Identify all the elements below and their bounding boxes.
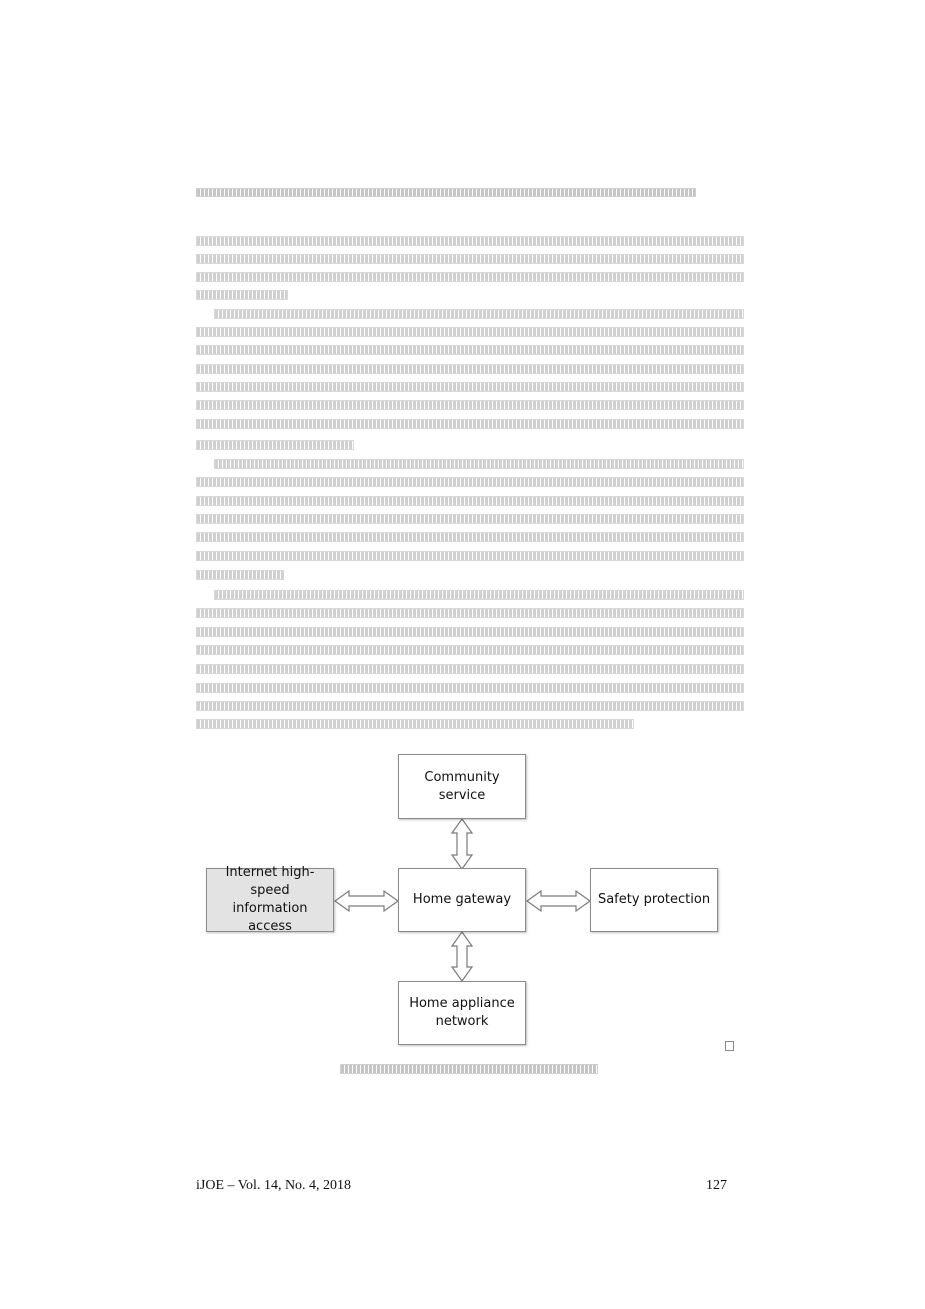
text-line [196,570,284,580]
arrow-gateway-safety [525,889,592,913]
text-line [196,551,744,561]
text-line [196,532,744,542]
text-line [196,419,744,429]
node-safety-protection: Safety protection [590,868,718,932]
text-line [196,364,744,374]
text-line [196,345,744,355]
text-line [196,400,744,410]
text-line [196,664,744,674]
arrow-gateway-appliance [450,930,474,983]
node-home-appliance-network: Home appliance network [398,981,526,1045]
figure-marker [725,1041,734,1051]
text-line [196,272,744,282]
text-line [196,496,744,506]
text-line [196,327,744,337]
text-line [196,701,744,711]
node-label: Internet high-speed information access [225,865,315,934]
node-internet-access: Internet high-speed information access [206,865,334,934]
footer-journal: iJOE – Vol. 14, No. 4, 2018 [196,1178,352,1193]
node-home-gateway: Home gateway [398,868,526,932]
figure-caption [340,1064,598,1074]
footer-page-number: 127 [706,1178,727,1193]
text-line [196,627,744,637]
text-line [214,590,744,600]
node-label: Home appliance network [409,996,515,1029]
arrow-community-gateway [450,817,474,871]
text-line [196,440,354,450]
text-line [196,683,744,693]
text-line [196,477,744,487]
text-line [196,514,744,524]
text-line [196,608,744,618]
text-line [214,459,744,469]
running-header [196,188,696,197]
node-label: Home gateway [412,892,512,907]
text-line [196,645,744,655]
node-label: Community service [424,769,500,803]
text-line [196,236,744,246]
node-label: Safety protection [597,892,711,907]
arrow-internet-gateway [333,889,400,913]
text-line [196,254,744,264]
text-line [196,719,634,729]
text-line [196,290,288,300]
node-community-service: Community service [398,754,526,819]
text-line [196,382,744,392]
text-line [214,309,744,319]
